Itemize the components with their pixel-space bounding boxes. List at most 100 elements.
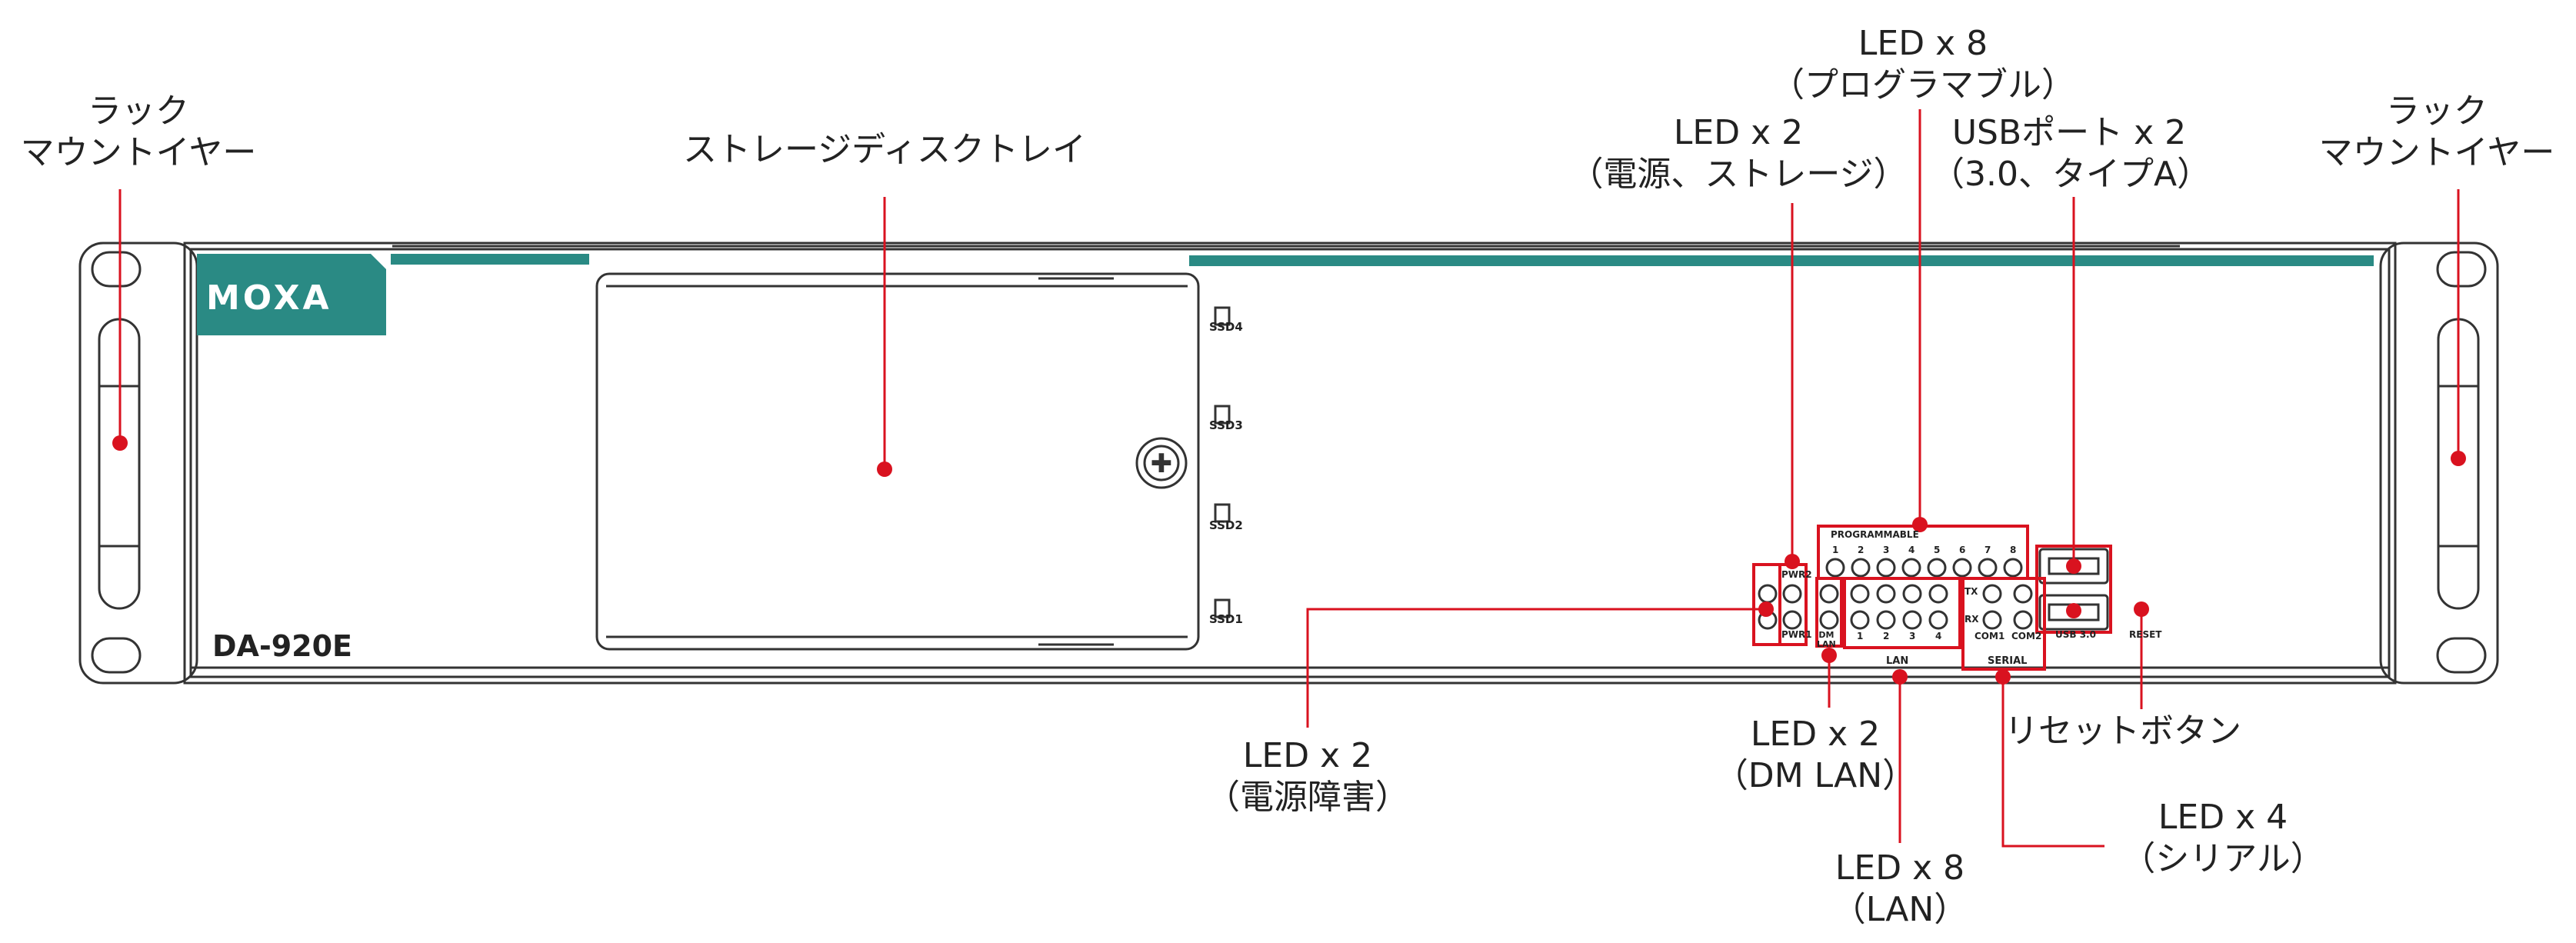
usb-label: USB 3.0 [2055, 629, 2096, 640]
led-lan-1-2 [1850, 610, 1870, 630]
callout-led-lan: LED x 8 （LAN） [1831, 848, 1968, 929]
callout-led-dm-lan: LED x 2 （DM LAN） [1714, 715, 1917, 795]
callout-dot [112, 435, 128, 451]
serial-com2-label: COM2 [2011, 631, 2042, 641]
led-programmable-6 [1952, 558, 1972, 578]
callout-led-programmable: LED x 8 （プログラマブル） [1771, 24, 2075, 105]
programmable-number: 7 [1984, 545, 1991, 555]
teal-bar-right [1189, 255, 2374, 266]
lan-number: 1 [1857, 631, 1864, 641]
callout-dot [2066, 558, 2081, 574]
ssd1-label: SSD1 [1209, 612, 1243, 626]
led-lan-1-1 [1850, 584, 1870, 604]
led-programmable-7 [1978, 558, 1998, 578]
rack-ear-right-slot-bottom [2436, 637, 2487, 674]
ssd-indicator-1 [1214, 598, 1231, 618]
front-panel [183, 242, 2397, 685]
callout-dot [1995, 669, 2011, 685]
lan-label: LAN [1886, 655, 1909, 667]
led-pwr2 [1782, 584, 1802, 604]
callout-led-power-fault: LED x 2 （電源障害） [1206, 736, 1409, 817]
led-panel [1214, 306, 2148, 630]
ssd-indicator-3 [1214, 405, 1231, 425]
led-lan-3-2 [1902, 610, 1922, 630]
programmable-number: 2 [1858, 545, 1865, 555]
programmable-header: PROGRAMMABLE [1831, 529, 1919, 540]
led-serial-1-2 [1982, 610, 2002, 630]
callout-led-serial: LED x 4 （シリアル） [2121, 798, 2324, 878]
rack-ear-left-slot-bottom [91, 637, 142, 674]
pwr2-label: PWR2 [1781, 569, 1812, 580]
brand-logo-badge [197, 254, 386, 335]
led-programmable-8 [2003, 558, 2023, 578]
dm-lan-label: DM LAN [1817, 630, 1836, 649]
lan-number: 3 [1909, 631, 1916, 641]
callout-rack-ear-left: ラック マウントイヤー [20, 92, 257, 172]
led-serial-1-1 [1982, 584, 2002, 604]
leader-power-fault [1306, 608, 1766, 728]
programmable-number: 8 [2010, 545, 2017, 555]
ssd-indicator-4 [1214, 306, 1231, 326]
ssd2-label: SSD2 [1209, 518, 1243, 532]
ssd3-label: SSD3 [1209, 418, 1243, 432]
programmable-number: 4 [1908, 545, 1915, 555]
led-lan-4-1 [1928, 584, 1948, 604]
callout-dot [2134, 601, 2149, 617]
led-serial-2-2 [2013, 610, 2033, 630]
usb-port-bottom [2038, 594, 2109, 631]
callout-storage-tray: ストレージディスクトレイ [682, 130, 1087, 169]
svg-text:✚: ✚ [1151, 448, 1173, 479]
callout-lines [112, 109, 2466, 848]
leader-serial [2001, 677, 2104, 848]
led-dm-lan-2 [1819, 610, 1839, 630]
led-programmable-2 [1851, 558, 1871, 578]
rack-ear-right-slot-top [2436, 251, 2487, 288]
led-dm-lan-1 [1819, 584, 1839, 604]
led-lan-2-2 [1876, 610, 1896, 630]
ssd4-label: SSD4 [1209, 320, 1243, 334]
serial-com1-label: COM1 [1974, 631, 2005, 641]
serial-tx-label: TX [1964, 586, 1978, 597]
rack-ear-right [2379, 242, 2499, 685]
callout-dot [1821, 648, 1837, 663]
callout-reset-button: リセットボタン [2004, 711, 2241, 751]
serial-rx-label: RX [1964, 614, 1979, 625]
pwr1-label: PWR1 [1781, 629, 1812, 640]
lan-number: 2 [1883, 631, 1890, 641]
callout-led-power-storage: LED x 2 （電源、ストレージ） [1569, 113, 1908, 194]
teal-bar-left [391, 254, 589, 265]
led-lan-2-1 [1876, 584, 1896, 604]
ssd-indicator-2 [1214, 503, 1231, 523]
teal-accents [197, 254, 2374, 335]
led-programmable-3 [1876, 558, 1896, 578]
callout-dot [1758, 601, 1774, 617]
lan-number: 4 [1935, 631, 1942, 641]
programmable-number: 5 [1934, 545, 1941, 555]
callout-dot [1785, 554, 1800, 569]
led-programmable-5 [1927, 558, 1947, 578]
callout-rack-ear-right: ラック マウントイヤー [2318, 92, 2555, 172]
led-lan-3-1 [1902, 584, 1922, 604]
led-pwr1 [1782, 610, 1802, 630]
led-programmable-4 [1901, 558, 1921, 578]
led-power [1758, 584, 1778, 604]
reset-label: RESET [2129, 629, 2162, 640]
serial-label: SERIAL [1988, 655, 2028, 667]
callout-dot [1912, 517, 1928, 532]
rack-ear-left-slot-top [91, 251, 142, 288]
callout-dot [1892, 669, 1908, 685]
programmable-number: 1 [1832, 545, 1839, 555]
highlight-serial [1961, 577, 2046, 671]
led-lan-4-2 [1928, 610, 1948, 630]
highlight-dm-lan [1815, 577, 1843, 648]
model-name: DA-920E [212, 629, 353, 663]
callout-dot [2451, 451, 2466, 466]
storage-tray [595, 272, 1200, 651]
chassis: ✚ [78, 242, 2499, 685]
callout-dot [2066, 603, 2081, 618]
callout-usb-ports: USBポート x 2 （3.0、タイプA） [1931, 113, 2211, 194]
tray-screw-icon [1135, 437, 1188, 489]
rack-ear-left [78, 242, 198, 685]
callout-dot [877, 462, 892, 477]
